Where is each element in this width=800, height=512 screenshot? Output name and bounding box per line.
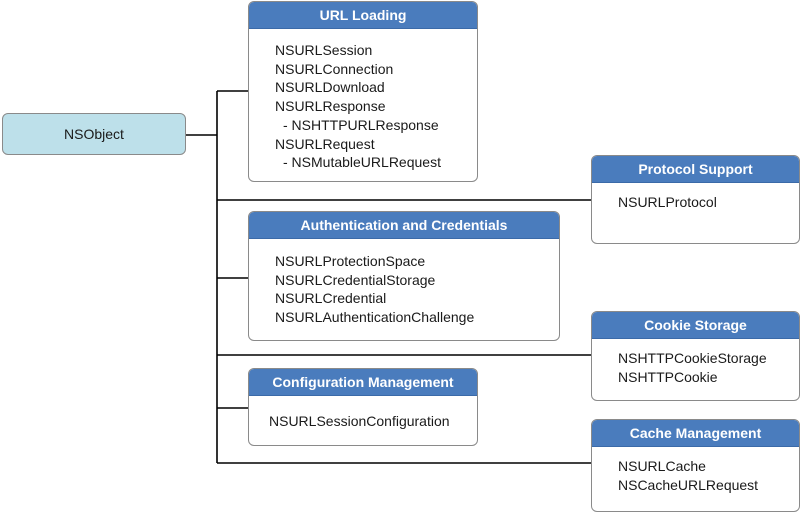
- subclass-item: - NSHTTPURLResponse: [283, 116, 439, 133]
- class-item: NSURLSession: [275, 42, 373, 58]
- class-item: NSURLSessionConfiguration: [269, 413, 450, 429]
- config-management-title: Configuration Management: [249, 369, 477, 396]
- cache-management-title: Cache Management: [592, 420, 799, 447]
- cookie-storage-box: Cookie Storage NSHTTPCookieStorage NSHTT…: [591, 311, 800, 401]
- class-item: NSURLCache: [618, 458, 706, 474]
- cookie-storage-title: Cookie Storage: [592, 312, 799, 339]
- class-item: NSHTTPCookieStorage: [618, 350, 767, 366]
- class-item: NSURLProtocol: [618, 194, 717, 210]
- root-class-nsobject: NSObject: [2, 113, 186, 155]
- auth-credentials-title: Authentication and Credentials: [249, 212, 559, 239]
- config-management-box: Configuration Management NSURLSessionCon…: [248, 368, 478, 446]
- url-loading-title: URL Loading: [249, 2, 477, 29]
- subclass-item: - NSMutableURLRequest: [283, 154, 441, 171]
- class-item: NSURLAuthenticationChallenge: [275, 309, 475, 326]
- class-item: NSCacheURLRequest: [618, 476, 759, 493]
- class-item: NSURLCredential: [275, 290, 387, 307]
- url-loading-box: URL Loading NSURLSession NSURLConnection…: [248, 1, 478, 182]
- class-item: NSURLRequest: [275, 135, 375, 152]
- auth-credentials-box: Authentication and Credentials NSURLProt…: [248, 211, 560, 341]
- class-item: NSURLResponse: [275, 98, 386, 115]
- root-label: NSObject: [64, 126, 124, 142]
- cache-management-box: Cache Management NSURLCache NSCacheURLRe…: [591, 419, 800, 512]
- class-item: NSURLProtectionSpace: [275, 253, 426, 269]
- protocol-support-title: Protocol Support: [592, 156, 799, 183]
- class-item: NSURLConnection: [275, 60, 394, 77]
- class-item: NSURLDownload: [275, 79, 385, 96]
- class-item: NSHTTPCookie: [618, 368, 718, 385]
- class-item: NSURLCredentialStorage: [275, 271, 436, 288]
- protocol-support-box: Protocol Support NSURLProtocol: [591, 155, 800, 244]
